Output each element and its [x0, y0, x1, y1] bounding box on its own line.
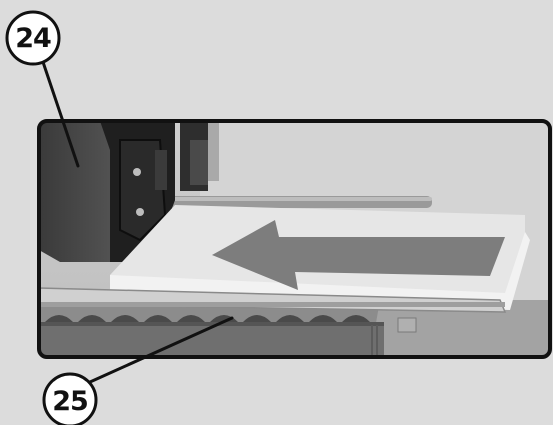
callout-24-label: 24 [15, 23, 51, 54]
callout-24-leader [41, 60, 80, 168]
left-arrow-icon [212, 220, 505, 290]
callout-25-leader [88, 316, 234, 384]
callout-24: 24 [5, 10, 61, 66]
callout-25-label: 25 [52, 386, 88, 417]
callout-25: 25 [42, 372, 98, 425]
photo-frame [37, 119, 552, 359]
photo-inset [39, 121, 550, 357]
conveyor-teeth [45, 315, 370, 322]
